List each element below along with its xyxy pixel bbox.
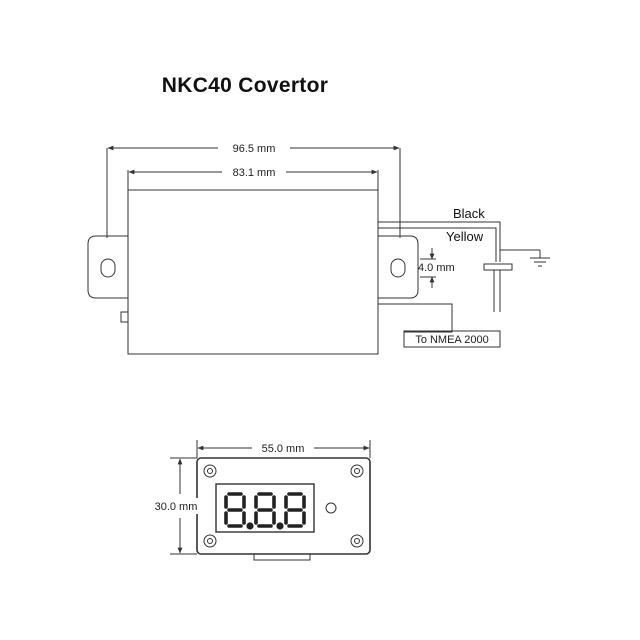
nmea-label: To NMEA 2000	[415, 334, 488, 346]
screw-bottom-left	[203, 534, 217, 548]
digit-1	[224, 492, 246, 528]
right-mounting-hole	[390, 258, 406, 278]
diagram-title: NKC40 Covertor	[161, 74, 329, 97]
converter-body	[127, 189, 379, 355]
screw-top-right	[350, 464, 364, 478]
digit-3	[284, 492, 306, 528]
bottom-tab	[253, 553, 311, 561]
nmea-lead	[378, 303, 453, 333]
side-connector-nub	[120, 311, 129, 323]
screw-top-left	[203, 464, 217, 478]
terminal-block	[483, 263, 513, 271]
screw-bottom-right	[350, 534, 364, 548]
yellow-wire-label: Yellow	[446, 229, 484, 244]
front-panel	[196, 457, 371, 555]
front-width-label: 55.0 mm	[262, 443, 305, 455]
left-mounting-hole	[100, 258, 116, 278]
digit-2	[254, 492, 276, 528]
yellow-wire	[378, 227, 497, 262]
hole-diameter-label: 4.0 mm	[418, 262, 455, 274]
black-wire	[378, 221, 540, 251]
top-view	[87, 145, 550, 355]
display-window	[215, 483, 315, 533]
black-wire-label: Black	[453, 206, 485, 221]
left-mounting-flange	[87, 235, 128, 299]
body-length-label: 83.1 mm	[233, 167, 276, 179]
decimal-point-1	[246, 522, 254, 530]
display-digits	[224, 492, 306, 530]
front-height-label: 30.0 mm	[155, 501, 198, 513]
overall-length-label: 96.5 mm	[233, 143, 276, 155]
led-indicator	[325, 502, 337, 514]
front-view	[170, 440, 371, 561]
decimal-point-2	[276, 522, 284, 530]
right-mounting-flange	[378, 235, 419, 299]
nmea-label-box	[403, 330, 501, 348]
